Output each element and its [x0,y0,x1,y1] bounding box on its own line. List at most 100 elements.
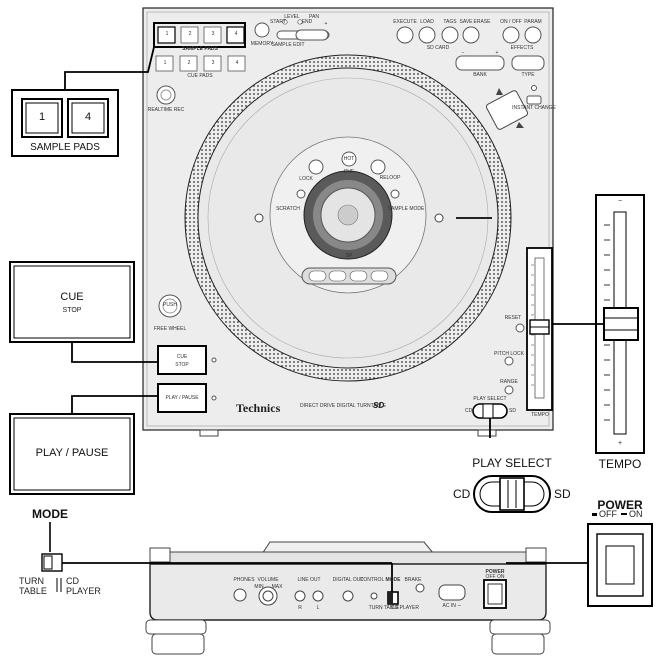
play-select-switch-large-knob [499,477,525,511]
memory-button[interactable] [254,22,270,38]
cue-stop-callout-frame [9,261,135,343]
rear-volume-label: VOLUME [257,577,279,583]
load-label: LOAD [420,19,434,25]
bank-rocker[interactable] [455,55,505,71]
lock-button[interactable] [308,159,324,175]
volume-knob[interactable] [258,586,278,606]
line-out-r-jack[interactable] [294,590,306,602]
free-wheel-push-inner [162,298,178,314]
effects-label: EFFECTS [510,45,534,51]
callout-pad-1[interactable] [21,98,63,138]
save-button[interactable] [462,26,480,44]
cd-player-cd-label: CD [66,576,79,586]
reset-button[interactable] [515,323,525,333]
scratch-mode-button[interactable] [296,189,306,199]
cue-pad-4[interactable] [227,55,246,72]
cue-pad-3[interactable] [203,55,222,72]
display-btn-3[interactable] [349,270,368,282]
callout-pad-4-inner [71,102,105,134]
tempo-slider-large-knob[interactable] [603,307,639,341]
rear-power-switch[interactable] [483,579,507,609]
cue-pads-group-label: CUE PADS [187,73,213,79]
rear-cd-player-label: CD PLAYER [391,605,419,611]
power-on-label: ON [629,509,643,519]
sample-pad-1[interactable] [157,26,176,44]
tempo-plus-label: + [617,440,623,447]
rear-l-label: L [316,605,320,611]
tempo-small-label: TEMPO [531,412,549,418]
start-button[interactable] [282,19,288,25]
callout-pad-4[interactable] [67,98,109,138]
realtime-rec-label: REALTIME REC [147,107,185,113]
callout-pad-4-label: 4 [84,111,92,123]
cue-stop-button-small[interactable] [157,345,207,375]
sd-card-label: SD CARD [426,45,450,51]
rear-phones-label: PHONES [233,577,255,583]
line-out-l-jack[interactable] [312,590,324,602]
callout-pad-1-inner [25,102,59,134]
sample-pad-3[interactable] [203,26,222,44]
cue-pad-2[interactable] [179,55,198,72]
play-pause-button-small[interactable] [157,383,207,413]
tempo-minus-label: − [617,198,623,205]
brake-adjust[interactable] [415,583,425,593]
brand-logo: Technics [236,401,281,415]
type-label: TYPE [521,72,535,78]
stop-small-label: STOP [175,362,189,368]
display-btn-4[interactable] [370,270,389,282]
play-select-switch-small-knob [482,403,494,419]
type-button[interactable] [511,55,545,71]
cue-pad-4-label: 4 [235,60,239,66]
reloop-button[interactable] [370,159,386,175]
digital-out-jack[interactable] [342,590,354,602]
param-button[interactable] [524,26,542,44]
pitch-lock-button[interactable] [504,356,514,366]
sample-pad-2[interactable] [180,26,199,44]
play-pause-leader [71,395,158,414]
phones-jack[interactable] [233,588,247,602]
param-label: PARAM [524,19,542,25]
realtime-rec-button[interactable] [156,85,176,105]
hot-cue-cue-label: CUE [343,169,355,175]
tempo-scale-large [604,224,610,421]
instant-change-button[interactable] [526,95,542,105]
rear-min-label: MIN [254,584,264,590]
device-foot-right [477,429,497,437]
effects-on-off-button[interactable] [502,26,520,44]
display-btn-2[interactable] [328,270,347,282]
display-btn-1[interactable] [308,270,327,282]
rear-digital-out-label: DIGITAL OUT [332,577,364,583]
effects-direction-pad[interactable] [485,88,529,130]
cue-led [211,357,217,363]
power-on-indicator [621,513,627,515]
cue-pad-1[interactable] [155,55,174,72]
range-button[interactable] [504,385,514,395]
stop-callout-label: STOP [62,307,82,314]
end-button[interactable] [297,19,303,25]
tempo-callout-label: TEMPO [598,457,642,471]
sample-pads-group-label: SAMPLE PADS [182,46,218,52]
control-jack[interactable] [370,592,378,600]
free-wheel-push-button[interactable] [158,294,182,318]
end-label: END [301,19,313,25]
save-label: SAVE [459,19,473,25]
sample-pad-4[interactable] [226,26,245,44]
tags-button[interactable] [441,26,459,44]
callout-pad-1-label: 1 [38,111,46,123]
tempo-scale-small [531,264,534,386]
execute-button[interactable] [396,26,414,44]
hot-cue-button[interactable] [341,151,357,167]
play-led [211,395,217,401]
sample-mode-button[interactable] [390,189,400,199]
load-button[interactable] [418,26,436,44]
pan-slider[interactable] [295,29,329,41]
cd-small-label: CD [465,408,473,414]
play-select-sd-label: SD [554,487,571,501]
platter-brand-small: SP [345,253,353,259]
sd-small-label: SD [509,408,516,414]
rear-mode-switch-knob [388,592,393,604]
rear-control-label: CONTROL [359,577,385,583]
erase-label: ERASE [473,19,491,25]
cue-callout-label: CUE [60,291,84,303]
